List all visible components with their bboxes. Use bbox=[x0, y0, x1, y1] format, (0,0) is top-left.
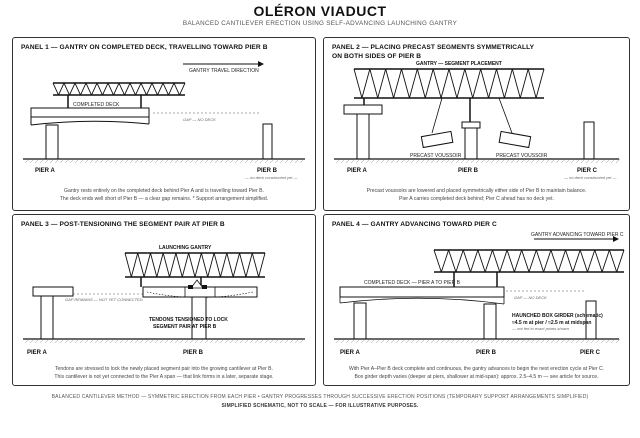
pier-b-label: PIER B bbox=[183, 350, 204, 356]
pier-b-label: PIER B bbox=[257, 168, 278, 174]
completed-deck-label: COMPLETED DECK — PIER A TO PIER B bbox=[364, 280, 461, 286]
panel-2-caption-2: Pier A carries completed deck behind; Pi… bbox=[399, 196, 554, 202]
launching-gantry bbox=[433, 249, 625, 273]
gantry-label: GANTRY — SEGMENT PLACEMENT bbox=[416, 61, 502, 67]
completed-deck-label: COMPLETED DECK bbox=[73, 102, 120, 108]
pier-b-head bbox=[461, 121, 481, 129]
panel-2-drawing: GANTRY — SEGMENT PLACEMENT PRECAST VOUSS… bbox=[334, 61, 621, 180]
panel-1-caption-2: The deck ends well short of Pier B — a c… bbox=[59, 196, 269, 202]
pier-b-label: PIER B bbox=[476, 350, 497, 356]
pier-a-label: PIER A bbox=[27, 350, 47, 356]
panel-1-drawing: GANTRY TRAVEL DIRECTION COMPLETED DECK G… bbox=[23, 61, 305, 180]
launching-gantry bbox=[353, 68, 545, 99]
pier-a-label: PIER A bbox=[35, 168, 55, 174]
girder-label-3: — not fed to exact points shown bbox=[511, 326, 570, 331]
panel-4-drawing: GANTRY ADVANCING TOWARD PIER C COMPLETED… bbox=[334, 232, 625, 356]
gap-label: GAP — NO DECK bbox=[514, 295, 547, 300]
tensioning-jack-icon bbox=[188, 279, 207, 289]
girder-label-1: HAUNCHED BOX GIRDER (schematic) bbox=[512, 313, 603, 319]
pier-a-label: PIER A bbox=[347, 168, 367, 174]
panel-2-title-1: PANEL 2 — PLACING PRECAST SEGMENTS SYMME… bbox=[332, 44, 535, 51]
panel-4-title: PANEL 4 — GANTRY ADVANCING TOWARD PIER C bbox=[332, 221, 497, 228]
pier-c-label: PIER C bbox=[580, 350, 601, 356]
voussoir-right bbox=[498, 130, 532, 149]
tendons-label-1: TENDONS TENSIONED TO LOCK bbox=[149, 317, 228, 323]
pier-c-label: PIER C bbox=[577, 168, 598, 174]
girder-label-2: ≈4.5 m at pier / ≈2.5 m at midspan bbox=[512, 320, 591, 326]
pier-b bbox=[262, 123, 273, 160]
gap-label: GAP REMAINS — NOT YET CONNECTED bbox=[65, 297, 143, 302]
panel-4-caption-2: Box girder depth varies (deeper at piers… bbox=[354, 374, 599, 380]
voussoir-right-label: PRECAST VOUSSOIR bbox=[496, 153, 548, 159]
footer-line-1: BALANCED CANTILEVER METHOD — SYMMETRIC E… bbox=[51, 394, 589, 400]
cantilever-segments bbox=[142, 286, 258, 298]
panel-3: PANEL 3 — POST-TENSIONING THE SEGMENT PA… bbox=[12, 214, 316, 386]
hoist-cable-right bbox=[498, 97, 513, 134]
tendons-label-2: SEGMENT PAIR AT PIER B bbox=[153, 324, 217, 330]
panel-3-title: PANEL 3 — POST-TENSIONING THE SEGMENT PA… bbox=[21, 221, 225, 228]
panel-2-caption-1: Precast voussoirs are lowered and placed… bbox=[366, 188, 587, 194]
panel-3-caption-1: Tendons are stressed to lock the newly p… bbox=[54, 366, 274, 372]
no-deck-note: — no deck constructed yet — bbox=[244, 175, 298, 180]
pier-b bbox=[483, 303, 497, 340]
pier-a-deck bbox=[343, 104, 383, 115]
launching-gantry bbox=[124, 252, 266, 278]
voussoir-left bbox=[420, 130, 454, 149]
pier-a bbox=[356, 113, 370, 160]
footer-line-2: SIMPLIFIED SCHEMATIC, NOT TO SCALE — FOR… bbox=[221, 403, 419, 409]
voussoir-left-label: PRECAST VOUSSOIR bbox=[410, 153, 462, 159]
travel-label: GANTRY TRAVEL DIRECTION bbox=[189, 68, 259, 74]
launching-gantry bbox=[52, 82, 186, 96]
pier-a bbox=[40, 295, 54, 340]
pier-a-deck bbox=[32, 286, 74, 297]
pier-c bbox=[583, 121, 595, 160]
pier-a-label: PIER A bbox=[340, 350, 360, 356]
completed-deck bbox=[339, 286, 505, 298]
hoist-cable-left bbox=[431, 97, 443, 134]
pier-a bbox=[45, 124, 59, 160]
panel-1-caption-1: Gantry rests entirely on the completed d… bbox=[64, 188, 264, 194]
panel-3-drawing: LAUNCHING GANTRY GAP REMAINS — NOT YET C… bbox=[23, 245, 305, 356]
panel-2-title-2: ON BOTH SIDES OF PIER B bbox=[332, 53, 422, 60]
panel-1: PANEL 1 — GANTRY ON COMPLETED DECK, TRAV… bbox=[12, 37, 316, 211]
panel-4: PANEL 4 — GANTRY ADVANCING TOWARD PIER C… bbox=[323, 214, 630, 386]
gantry-label: LAUNCHING GANTRY bbox=[159, 245, 212, 251]
gap-label: GAP — NO DECK bbox=[183, 117, 216, 122]
completed-deck bbox=[30, 107, 150, 118]
no-deck-note: — no deck constructed yet — bbox=[563, 175, 617, 180]
panel-4-caption-1: With Pier A–Pier B deck complete and con… bbox=[348, 366, 605, 372]
page-title: OLÉRON VIADUCT bbox=[253, 3, 387, 19]
advance-label: GANTRY ADVANCING TOWARD PIER C bbox=[531, 232, 624, 238]
panel-3-caption-2: This cantilever is not yet connected to … bbox=[54, 374, 274, 380]
pier-a bbox=[353, 302, 367, 340]
pier-b-label: PIER B bbox=[458, 168, 479, 174]
pier-b bbox=[464, 127, 478, 160]
page-subtitle: BALANCED CANTILEVER ERECTION USING SELF-… bbox=[182, 20, 458, 27]
panel-1-title: PANEL 1 — GANTRY ON COMPLETED DECK, TRAV… bbox=[21, 44, 268, 51]
panel-2: PANEL 2 — PLACING PRECAST SEGMENTS SYMME… bbox=[323, 37, 630, 211]
